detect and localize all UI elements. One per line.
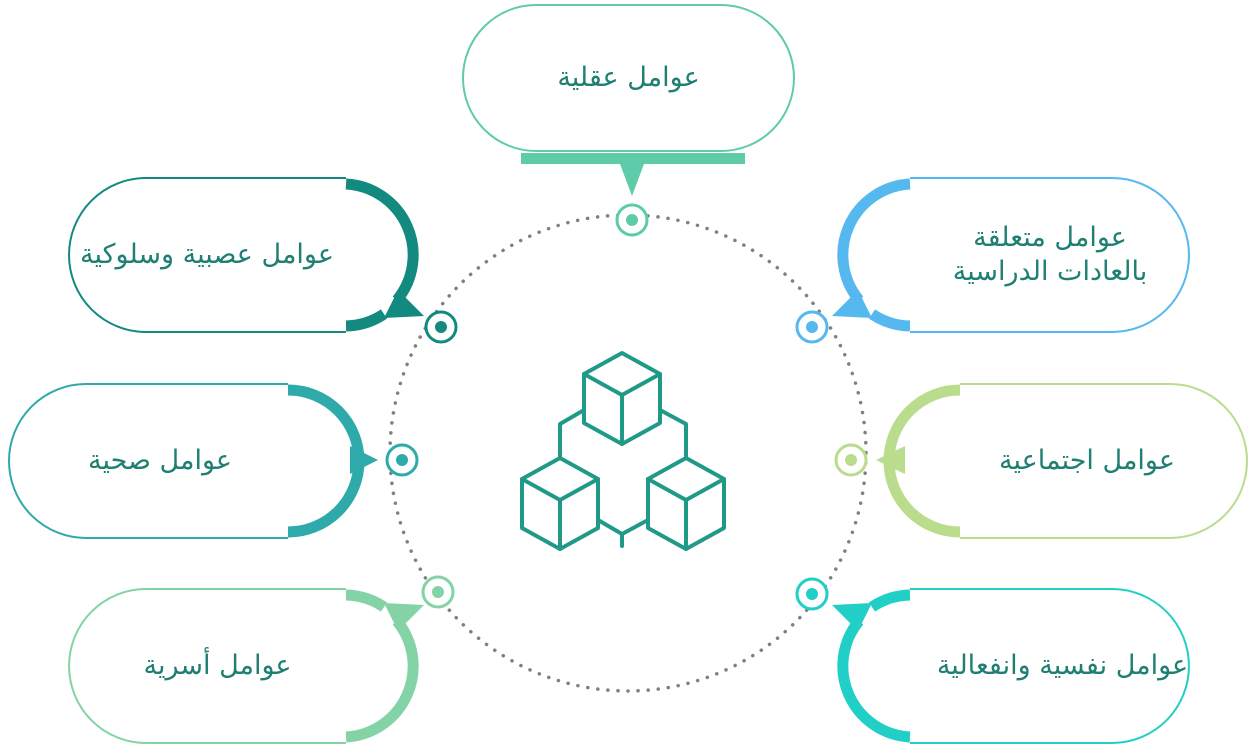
label-health-line-1: عوامل صحية xyxy=(87,445,233,476)
label-neuro-behavioral-line-1: عوامل عصبية وسلوكية xyxy=(80,239,334,270)
dotted-circle xyxy=(388,213,868,693)
label-mental-line-1: عوامل عقلية xyxy=(557,62,700,93)
label-mental: عوامل عقلية xyxy=(463,5,794,151)
node-social xyxy=(834,383,1248,539)
label-psych-emotional: عوامل نفسية وانفعالية xyxy=(915,589,1210,743)
node-neuro-behavioral xyxy=(68,177,458,344)
cubes-network-icon xyxy=(520,351,726,551)
node-psych-emotional xyxy=(795,577,1190,744)
node-family xyxy=(68,575,455,744)
label-social: عوامل اجتماعية xyxy=(972,384,1202,538)
node-study-habits xyxy=(795,177,1190,344)
label-neuro-behavioral: عوامل عصبية وسلوكية xyxy=(72,178,342,332)
label-family: عوامل أسرية xyxy=(100,589,335,743)
label-study-habits-line-2: بالعادات الدراسية xyxy=(952,256,1148,287)
label-study-habits: عوامل متعلقة بالعادات الدراسية xyxy=(930,178,1170,332)
label-psych-emotional-line-1: عوامل نفسية وانفعالية xyxy=(936,650,1189,681)
label-social-line-1: عوامل اجتماعية xyxy=(999,445,1175,476)
node-health xyxy=(8,383,419,539)
label-health: عوامل صحية xyxy=(40,384,280,538)
node-mental xyxy=(462,4,795,237)
label-study-habits-line-1: عوامل متعلقة xyxy=(973,222,1127,253)
label-family-line-1: عوامل أسرية xyxy=(143,650,292,681)
